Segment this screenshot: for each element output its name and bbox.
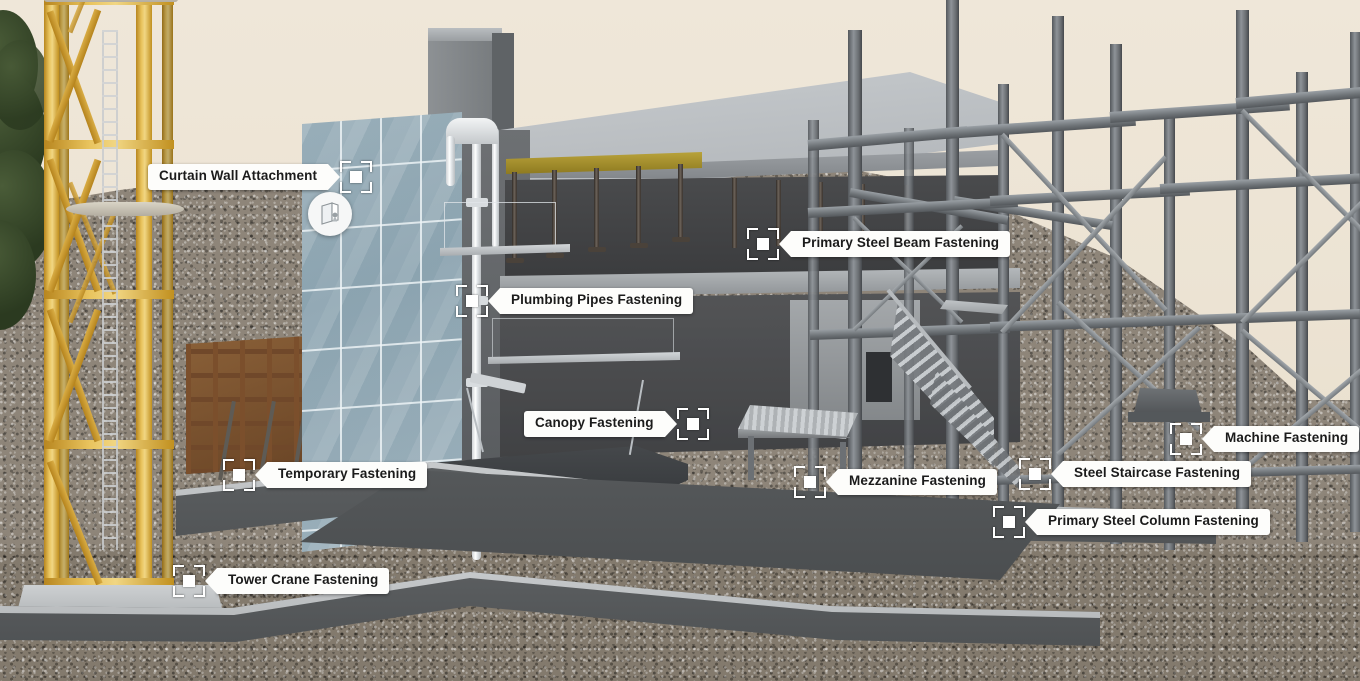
callout-mezzanine[interactable]: Mezzanine Fastening bbox=[793, 465, 997, 499]
plumbing-drop bbox=[446, 136, 455, 186]
steel-beam bbox=[807, 126, 968, 151]
mezzanine-edge-beam bbox=[738, 429, 850, 438]
fastening-point-marker[interactable] bbox=[455, 284, 489, 318]
mezzanine-support-leg bbox=[840, 442, 846, 482]
timber-formwork-panel bbox=[186, 336, 308, 474]
steel-column bbox=[1350, 32, 1360, 532]
callout-label: Temporary Fastening bbox=[254, 462, 428, 489]
crane-ladder bbox=[102, 30, 118, 550]
steel-column bbox=[998, 84, 1009, 554]
callout-primary-steel-beam[interactable]: Primary Steel Beam Fastening bbox=[746, 227, 1011, 261]
elevator-core-top bbox=[428, 28, 502, 41]
curtain-wall-panel-icon bbox=[321, 202, 339, 225]
mezzanine-support-leg bbox=[748, 436, 754, 480]
curtain-wall-panel-badge[interactable] bbox=[308, 192, 352, 236]
fastening-point-marker[interactable] bbox=[992, 505, 1026, 539]
callout-tower-crane[interactable]: Tower Crane Fastening bbox=[172, 564, 390, 598]
balcony-deck-upper bbox=[440, 244, 570, 256]
callout-primary-steel-column[interactable]: Primary Steel Column Fastening bbox=[992, 505, 1270, 539]
steel-cross-brace bbox=[1000, 155, 1168, 335]
fastening-point-marker[interactable] bbox=[222, 458, 256, 492]
plumbing-riser-secondary bbox=[492, 128, 499, 248]
callout-label: Canopy Fastening bbox=[524, 411, 677, 438]
fastening-point-marker[interactable] bbox=[172, 564, 206, 598]
callout-label: Primary Steel Column Fastening bbox=[1025, 509, 1270, 536]
fastening-point-marker[interactable] bbox=[1169, 422, 1203, 456]
callout-curtain-wall-attachment[interactable]: Curtain Wall Attachment bbox=[148, 160, 373, 194]
callout-label: Plumbing Pipes Fastening bbox=[487, 288, 694, 315]
callout-steel-staircase[interactable]: Steel Staircase Fastening bbox=[1018, 457, 1252, 491]
fastening-point-marker[interactable] bbox=[1018, 457, 1052, 491]
balcony-railing-upper bbox=[444, 202, 556, 251]
steel-beam bbox=[945, 114, 1136, 139]
crane-platform-upper bbox=[44, 0, 178, 2]
callout-label: Machine Fastening bbox=[1201, 426, 1360, 453]
machine-unit bbox=[1134, 388, 1202, 414]
callout-label: Tower Crane Fastening bbox=[204, 568, 390, 595]
steel-column bbox=[1236, 10, 1249, 530]
fastening-point-marker[interactable] bbox=[676, 407, 710, 441]
steel-column bbox=[1110, 44, 1122, 544]
callout-label: Primary Steel Beam Fastening bbox=[778, 231, 1011, 258]
fastening-point-marker[interactable] bbox=[793, 465, 827, 499]
crane-platform-mid bbox=[66, 202, 184, 216]
callout-label: Steel Staircase Fastening bbox=[1050, 461, 1252, 488]
interior-doorway bbox=[866, 352, 892, 402]
callout-plumbing-pipes[interactable]: Plumbing Pipes Fastening bbox=[455, 284, 694, 318]
fastening-point-marker[interactable] bbox=[339, 160, 373, 194]
steel-cross-brace bbox=[1000, 132, 1168, 312]
callout-canopy[interactable]: Canopy Fastening bbox=[524, 407, 710, 441]
steel-column bbox=[946, 0, 959, 540]
callout-label: Mezzanine Fastening bbox=[826, 469, 997, 496]
elevator-core-shadow-face bbox=[492, 33, 514, 151]
machine-base-frame bbox=[1128, 412, 1210, 422]
callout-temporary[interactable]: Temporary Fastening bbox=[222, 458, 428, 492]
steel-column bbox=[1164, 110, 1175, 550]
fastening-point-marker[interactable] bbox=[746, 227, 780, 261]
callout-machine[interactable]: Machine Fastening bbox=[1169, 422, 1360, 456]
formwork-beam-yellow bbox=[506, 152, 702, 174]
plumbing-riser-main bbox=[472, 140, 481, 560]
callout-label: Curtain Wall Attachment bbox=[148, 164, 341, 191]
steel-column bbox=[808, 120, 819, 500]
steel-beam bbox=[1159, 309, 1360, 326]
steel-beam bbox=[1159, 173, 1360, 194]
balcony-railing-mid bbox=[492, 318, 674, 359]
steel-column bbox=[904, 128, 914, 488]
